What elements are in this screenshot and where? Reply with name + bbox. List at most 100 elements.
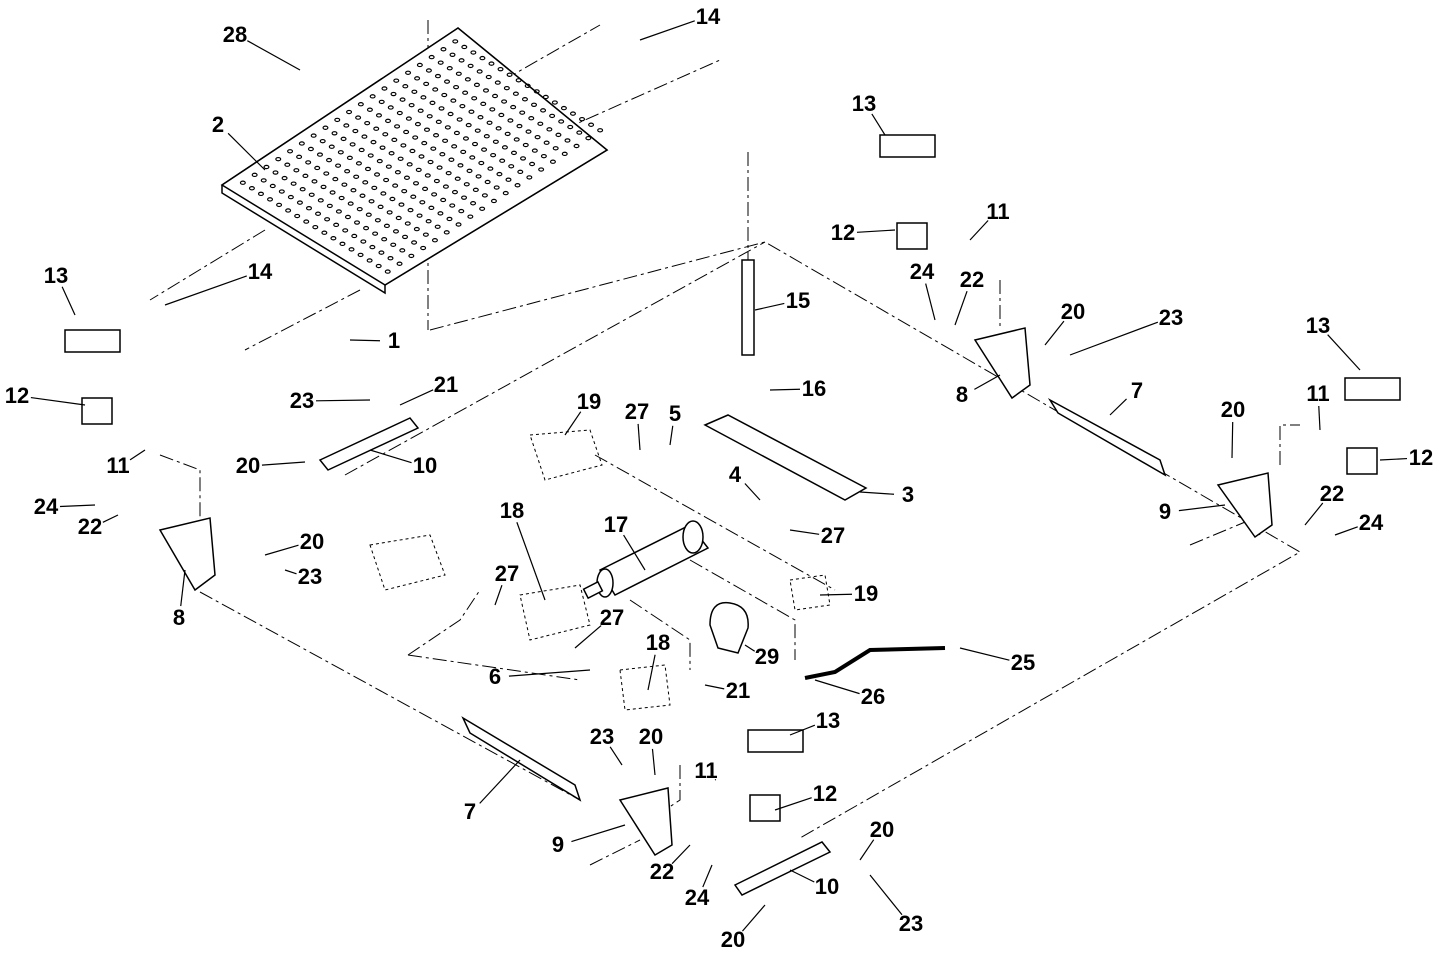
callout-12: 12 <box>1409 445 1433 471</box>
callout-27: 27 <box>600 605 624 631</box>
leader-line <box>670 426 673 445</box>
leader-line <box>955 291 967 325</box>
leader-line <box>262 462 305 465</box>
callout-11: 11 <box>106 453 129 479</box>
callout-22: 22 <box>960 267 984 293</box>
callout-15: 15 <box>786 288 810 314</box>
callout-1: 1 <box>388 328 400 354</box>
leader-line <box>103 515 118 522</box>
callout-6: 6 <box>489 664 501 690</box>
leader-line <box>672 845 690 864</box>
leader-line <box>820 594 852 595</box>
callout-8: 8 <box>173 605 185 631</box>
leader-line <box>790 870 814 882</box>
callout-16: 16 <box>802 376 826 402</box>
callout-22: 22 <box>78 514 102 540</box>
callout-23: 23 <box>1159 305 1183 331</box>
callout-27: 27 <box>625 399 649 425</box>
callout-20: 20 <box>1061 299 1085 325</box>
leader-line <box>1070 322 1158 355</box>
callout-20: 20 <box>300 529 324 555</box>
callout-12: 12 <box>831 220 855 246</box>
callout-13: 13 <box>852 91 876 117</box>
callout-18: 18 <box>646 630 670 656</box>
leader-line <box>575 626 601 648</box>
callout-13: 13 <box>1306 313 1330 339</box>
leader-line <box>705 685 724 689</box>
leader-line <box>181 570 185 606</box>
callout-19: 19 <box>854 581 878 607</box>
mounting-block <box>880 135 935 157</box>
plate-hole <box>589 123 594 126</box>
plate-hole <box>571 112 576 115</box>
leader-line <box>755 303 784 310</box>
callout-17: 17 <box>604 512 628 538</box>
lever <box>160 518 215 590</box>
callout-24: 24 <box>34 494 58 520</box>
clamp-block <box>82 398 112 424</box>
lever <box>975 328 1030 398</box>
leader-line <box>1179 505 1225 511</box>
clamp-block <box>1347 448 1377 474</box>
callout-11: 11 <box>694 758 717 784</box>
callout-20: 20 <box>721 927 745 953</box>
callout-27: 27 <box>495 561 519 587</box>
callout-5: 5 <box>669 401 681 427</box>
callout-23: 23 <box>298 564 322 590</box>
callout-13: 13 <box>44 263 68 289</box>
leader-line <box>265 545 299 555</box>
leader-line <box>480 760 520 803</box>
leader-line <box>742 905 765 931</box>
perforated-table-plate <box>222 28 607 293</box>
leader-line <box>31 398 85 405</box>
callout-24: 24 <box>685 885 709 911</box>
leader-line <box>400 390 433 405</box>
callout-23: 23 <box>590 724 614 750</box>
callout-12: 12 <box>813 781 837 807</box>
callout-20: 20 <box>1221 397 1245 423</box>
leader-line <box>247 41 300 70</box>
callout-2: 2 <box>212 112 224 138</box>
callout-26: 26 <box>861 684 885 710</box>
leader-line <box>517 522 545 600</box>
mounting-block <box>65 330 120 352</box>
leader-line <box>495 585 502 605</box>
leader-line <box>974 375 1000 389</box>
callout-24: 24 <box>910 259 934 285</box>
callout-7: 7 <box>464 799 476 825</box>
callout-25: 25 <box>1011 650 1035 676</box>
leader-line <box>652 749 655 775</box>
leader-line <box>640 21 695 40</box>
leader-line <box>60 505 95 507</box>
callout-14: 14 <box>248 259 272 285</box>
callout-11: 11 <box>1306 381 1329 407</box>
plate-hole <box>552 101 557 104</box>
callout-13: 13 <box>816 708 840 734</box>
leader-line <box>815 680 860 694</box>
leader-line <box>648 655 655 690</box>
leader-line <box>165 276 247 305</box>
lever <box>620 788 672 855</box>
leader-line <box>1328 335 1360 370</box>
leader-line <box>1110 399 1127 415</box>
callout-11: 11 <box>986 199 1009 225</box>
leader-line <box>1380 459 1407 460</box>
leader-line <box>703 865 712 887</box>
leader-line <box>960 648 1009 660</box>
plate-hole <box>580 118 585 121</box>
callout-21: 21 <box>726 678 750 704</box>
leader-line <box>857 230 895 232</box>
hose-clamp <box>710 603 748 653</box>
callout-18: 18 <box>500 498 524 524</box>
air-hose <box>805 648 945 678</box>
callout-22: 22 <box>650 859 674 885</box>
leader-line <box>62 287 75 315</box>
leader-line <box>770 389 800 390</box>
leader-line <box>285 570 297 574</box>
leader-line <box>509 670 590 676</box>
leader-line <box>370 450 412 463</box>
callout-7: 7 <box>1131 378 1143 404</box>
leader-line <box>870 875 902 915</box>
clamp-block <box>750 795 780 821</box>
